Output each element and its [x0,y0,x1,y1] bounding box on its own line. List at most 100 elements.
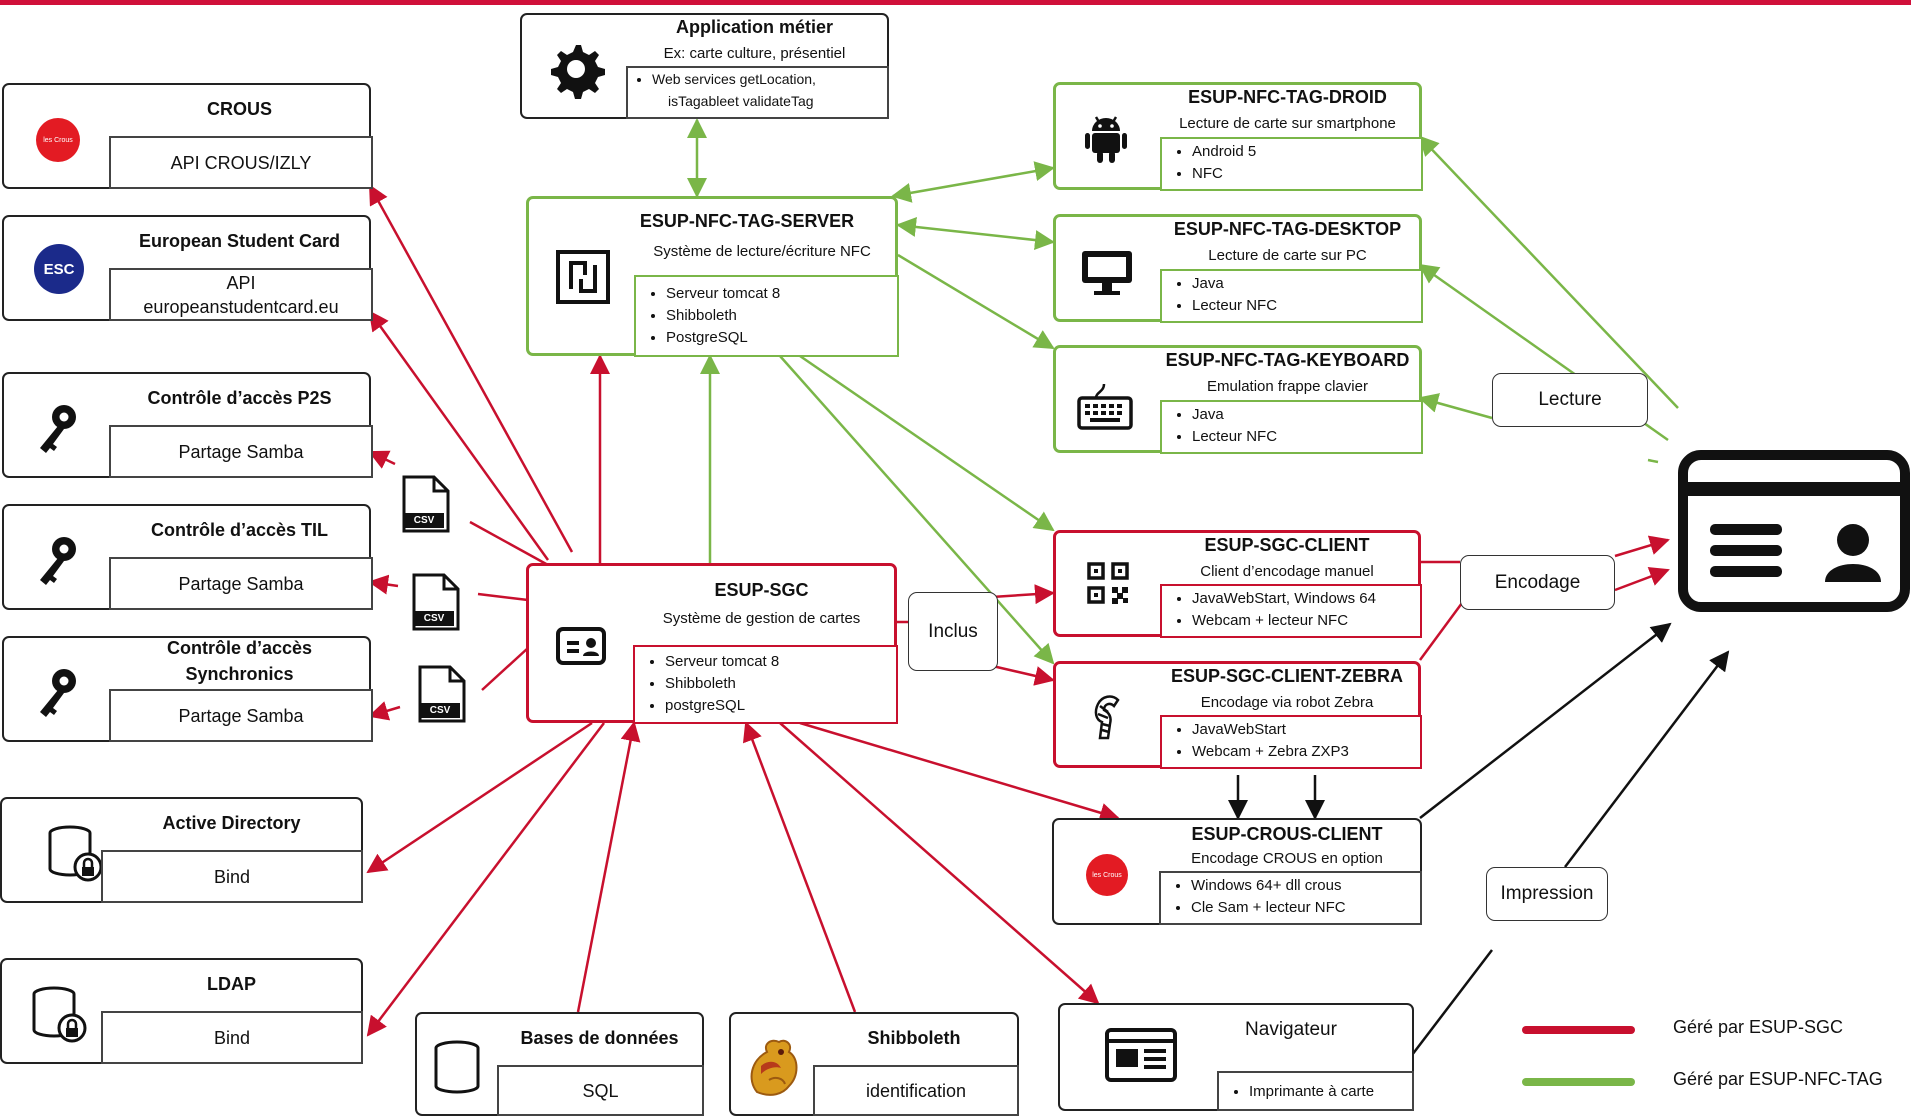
ad-box: Active Directory Bind [0,797,363,903]
link-sgc-navigateur [779,722,1100,1005]
link-navigateur-impression [1411,949,1493,1056]
app-metier-item: isTagableet validateTag [668,93,814,109]
database-lock-icon [32,986,88,1049]
til-title: Contrôle d’accès TIL [150,520,329,540]
client-details: JavaWebStart, Windows 64 Webcam + lecteu… [1160,584,1422,638]
esup-sgc-box: ESUP-SGC Système de gestion de cartes Se… [526,563,898,724]
zebra-icon [1090,692,1124,745]
droid-detail-item: NFC [1192,163,1421,185]
inclus-label: Inclus [908,592,998,671]
bdd-sql-label: SQL [582,1081,619,1101]
client-detail-item: Webcam + lecteur NFC [1192,610,1420,632]
sgc-subtitle: Système de gestion de cartes [662,610,861,627]
link-sgc-esc [368,310,550,561]
lecture-label: Lecture [1492,373,1648,427]
esup-nfc-tag-keyboard-box: ESUP-NFC-TAG-KEYBOARD Emulation frappe c… [1053,345,1423,454]
desktop-detail-item: Lecteur NFC [1192,295,1421,317]
zebra-title: ESUP-SGC-CLIENT-ZEBRA [1170,666,1403,686]
legend-green-line [1522,1078,1635,1086]
link-sgc-ad [366,721,593,874]
til-box: Contrôle d’accès TIL Partage Samba [2,504,373,610]
app-metier-title: Application métier [675,17,834,37]
link-shib-sgc [742,721,857,1013]
key-icon [34,534,84,595]
shibboleth-identification-label: identification [865,1081,967,1101]
zebra-detail-item: JavaWebStart [1192,719,1420,741]
keyboard-detail-item: Java [1192,404,1421,426]
p2s-details: Partage Samba [109,425,373,478]
app-metier-details: Web services getLocation, isTagableet va… [626,66,889,119]
key-icon [34,402,84,463]
shibboleth-title: Shibboleth [867,1028,961,1048]
link-sgc-sync-a [481,647,529,691]
zebra-details: JavaWebStart Webcam + Zebra ZXP3 [1160,715,1422,769]
link-encodage-card-b [1614,566,1670,592]
nfc-chip-icon [555,249,611,310]
crous-client-details: Windows 64+ dll crous Cle Sam + lecteur … [1159,871,1422,925]
link-server-droid [891,161,1055,203]
zebra-subtitle: Encodage via robot Zebra [1200,694,1374,711]
p2s-title: Contrôle d’accès P2S [147,388,332,408]
link-impression-card [1564,650,1730,868]
link-server-desktop [896,217,1055,250]
bdd-title: Bases de données [520,1028,679,1048]
esup-sgc-client-box: ESUP-SGC-CLIENT Client d’encodage manuel… [1053,530,1422,638]
esup-crous-client-box: les Crous ESUP-CROUS-CLIENT Encodage CRO… [1052,818,1422,925]
desktop-monitor-icon [1080,249,1134,302]
crous-title: CROUS [206,99,272,119]
server-detail-item: PostgreSQL [666,327,897,349]
link-bdd-sgc [576,721,641,1013]
app-metier-item: Web services getLocation, [652,68,887,90]
key-icon [34,666,84,727]
crous-logo: les Crous [36,118,80,162]
navigateur-details: Imprimante à carte [1217,1071,1414,1111]
desktop-subtitle: Lecture de carte sur PC [1208,247,1367,264]
esc-box: ESC European Student Card API europeanst… [2,215,373,321]
csv-file-icon: CSV [412,573,460,636]
gear-icon [546,39,606,104]
client-title: ESUP-SGC-CLIENT [1204,535,1370,555]
app-metier-subtitle: Ex: carte culture, présentiel [663,45,846,62]
android-icon [1084,113,1128,170]
p2s-box: Contrôle d’accès P2S Partage Samba [2,372,373,478]
server-detail-item: Serveur tomcat 8 [666,283,897,305]
keyboard-title: ESUP-NFC-TAG-KEYBOARD [1165,350,1410,370]
keyboard-detail-item: Lecteur NFC [1192,426,1421,448]
sync-title-line1: Contrôle d’accès [166,638,313,658]
navigateur-detail-item: Imprimante à carte [1249,1081,1412,1103]
link-sgc-p2s-a [469,520,549,567]
server-title: ESUP-NFC-TAG-SERVER [639,211,855,231]
sync-box: Contrôle d’accès Synchronics Partage Sam… [2,636,373,742]
server-detail-item: Shibboleth [666,305,897,327]
ldap-bind-label: Bind [213,1028,251,1048]
link-lecture-keyboard [1418,393,1493,420]
link-server-zebra [779,355,1055,665]
sync-share-label: Partage Samba [178,706,304,726]
ldap-title: LDAP [207,974,256,994]
esup-nfc-tag-droid-box: ESUP-NFC-TAG-DROID Lecture de carte sur … [1053,82,1423,191]
top-accent-bar [0,0,1911,5]
app-metier-box: Application métier Ex: carte culture, pr… [520,13,889,119]
sync-title-line2: Synchronics [185,664,294,684]
p2s-share-label: Partage Samba [178,442,304,462]
encodage-label: Encodage [1460,555,1615,610]
esc-title: European Student Card [138,231,340,251]
ldap-details: Bind [101,1011,363,1064]
crous-details: API CROUS/IZLY [109,136,373,189]
bdd-box: Bases de données SQL [415,1012,704,1116]
link-sgc-crous [368,184,574,553]
link-card-keyboard-a [1647,458,1659,464]
legend-green-label: Géré par ESUP-NFC-TAG [1673,1069,1883,1089]
crous-logo: les Crous [1086,854,1128,896]
droid-detail-item: Android 5 [1192,141,1421,163]
student-card-icon [1678,450,1910,617]
crous-box: les Crous CROUS API CROUS/IZLY [2,83,373,189]
csv-label: CSV [413,515,435,526]
link-sgc-crousclient [799,721,1120,823]
ad-details: Bind [101,850,363,903]
keyboard-icon [1076,382,1134,437]
link-sgc-til-a [477,592,529,602]
link-encodage-card-a [1614,535,1670,558]
keyboard-details: Java Lecteur NFC [1160,400,1423,454]
csv-file-icon: CSV [402,475,450,538]
